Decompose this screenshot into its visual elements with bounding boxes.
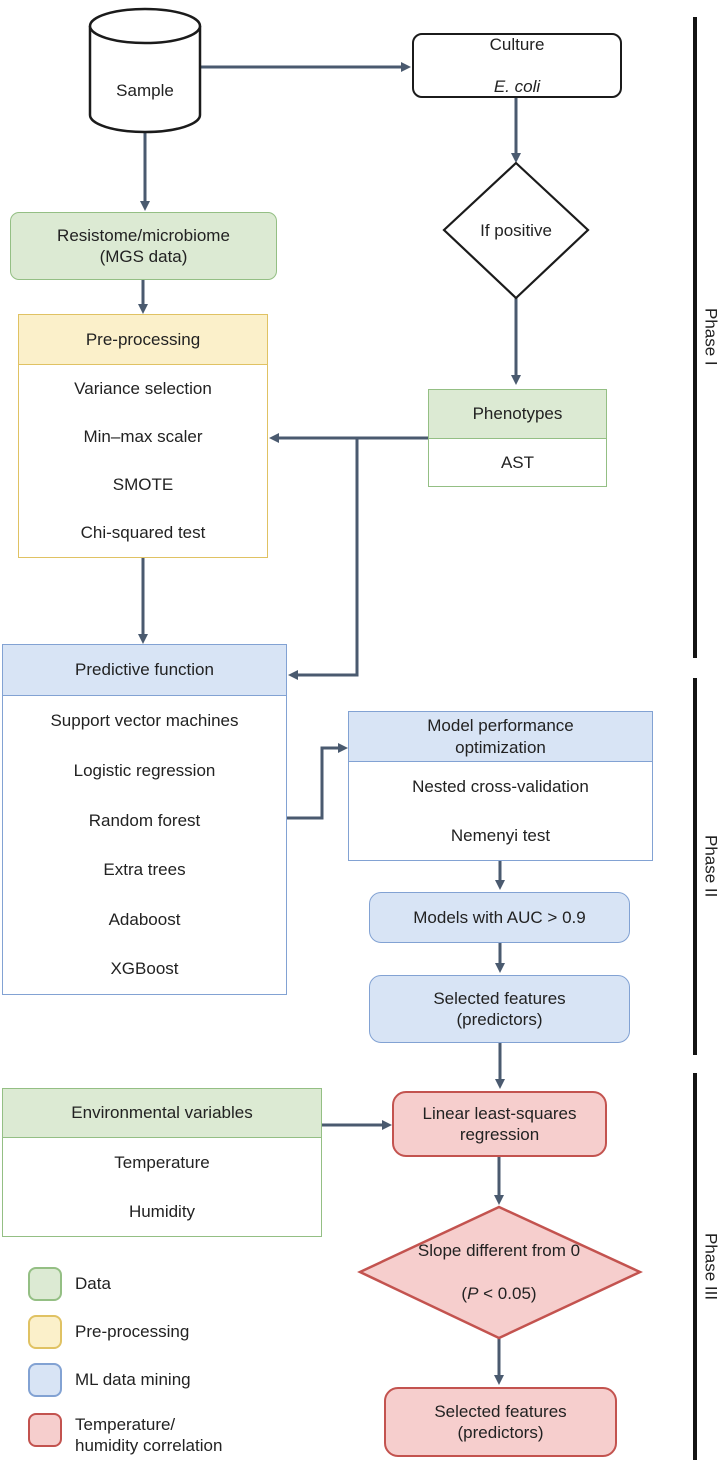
- predictive-item: Logistic regression: [73, 760, 216, 780]
- phase2-label: Phase II: [701, 834, 721, 898]
- slope-diamond-label: Slope different from 0 (P < 0.05): [369, 1241, 629, 1303]
- predictive-item: Extra trees: [103, 860, 186, 880]
- preprocessing-title: Pre-processing: [19, 315, 267, 365]
- node-auc-filter: Models with AUC > 0.9: [369, 892, 630, 943]
- phase3-label: Phase III: [701, 1233, 721, 1301]
- preprocessing-item: SMOTE: [112, 475, 174, 495]
- node-linear-regression: Linear least-squares regression: [392, 1091, 607, 1157]
- legend-swatch-correlation: [28, 1413, 62, 1447]
- culture-line2: E. coli: [493, 77, 541, 97]
- phase3-bar: [693, 1073, 697, 1460]
- slope-line1: Slope different from 0: [417, 1241, 581, 1261]
- environment-title: Environmental variables: [3, 1089, 321, 1138]
- node-selected-features-corr: Selected features (predictors): [384, 1387, 617, 1457]
- if-positive-label: If positive: [480, 221, 552, 241]
- preprocessing-item: Chi-squared test: [80, 523, 206, 543]
- culture-line1: Culture: [489, 34, 545, 54]
- predictive-item: Support vector machines: [50, 711, 239, 731]
- if-positive-diamond-shape: [442, 161, 590, 300]
- sample-cylinder-shape: [88, 7, 202, 134]
- phenotypes-item: AST: [500, 452, 535, 472]
- legend-label-ml: ML data mining: [75, 1370, 191, 1390]
- node-preprocessing: Pre-processing Variance selection Min–ma…: [18, 314, 268, 558]
- predictive-item: Random forest: [88, 810, 201, 830]
- environment-item: Humidity: [128, 1201, 196, 1221]
- model-performance-title: Model performance optimization: [349, 712, 652, 762]
- node-predictive: Predictive function Support vector machi…: [2, 644, 287, 995]
- phenotypes-title: Phenotypes: [429, 390, 606, 439]
- connector-predictive-to-modelperf: [287, 743, 348, 820]
- node-environment: Environmental variables Temperature Humi…: [2, 1088, 322, 1237]
- preprocessing-item: Variance selection: [74, 379, 212, 399]
- slope-line2: (P < 0.05): [461, 1283, 537, 1303]
- model-performance-item: Nested cross-validation: [412, 776, 589, 796]
- model-performance-item: Nemenyi test: [450, 825, 551, 845]
- slope-diamond-shape: [357, 1205, 643, 1340]
- legend-swatch-preprocessing: [28, 1315, 62, 1349]
- p-value-symbol: P: [467, 1283, 479, 1303]
- predictive-item: XGBoost: [110, 959, 179, 979]
- environment-item: Temperature: [114, 1152, 210, 1172]
- phase2-bar: [693, 678, 697, 1055]
- legend-label-data: Data: [75, 1274, 111, 1294]
- preprocessing-item: Min–max scaler: [83, 427, 203, 447]
- legend-label-preprocessing: Pre-processing: [75, 1322, 190, 1342]
- legend-swatch-ml: [28, 1363, 62, 1397]
- legend-swatch-data: [28, 1267, 62, 1301]
- phase1-label: Phase I: [701, 308, 721, 366]
- node-selected-features-ml: Selected features (predictors): [369, 975, 630, 1043]
- node-model-performance: Model performance optimization Nested cr…: [348, 711, 653, 861]
- connector-phenotypes-to-predictive: [288, 438, 359, 680]
- node-phenotypes: Phenotypes AST: [428, 389, 607, 487]
- predictive-item: Adaboost: [108, 909, 181, 929]
- phase1-bar: [693, 17, 697, 658]
- node-culture: Culture E. coli: [412, 33, 622, 98]
- predictive-title: Predictive function: [3, 645, 286, 696]
- node-resistome: Resistome/microbiome (MGS data): [10, 212, 277, 280]
- legend-label-correlation: Temperature/ humidity correlation: [75, 1414, 223, 1455]
- sample-label: Sample: [116, 81, 174, 101]
